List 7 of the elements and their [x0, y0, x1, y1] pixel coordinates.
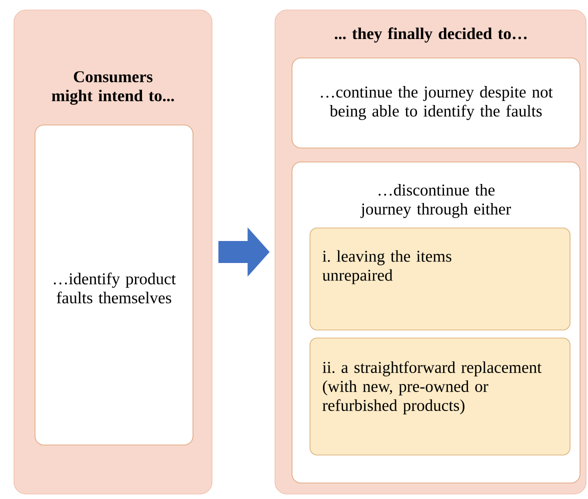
heading-text: ... they finally decided to… — [334, 27, 527, 43]
box-text: ii. a straightforward replacement (with new, pre-owned or refurbished products) — [322, 361, 542, 414]
box-text: …discontinue the journey through either — [360, 184, 511, 218]
box-text: i. leaving the items unrepaired — [322, 250, 452, 284]
box-text: …continue the journey despite not being able to identify the faults — [320, 86, 553, 120]
heading-text: Consumers might intend to... — [52, 71, 174, 105]
box-text: …identify product faults themselves — [54, 272, 176, 304]
